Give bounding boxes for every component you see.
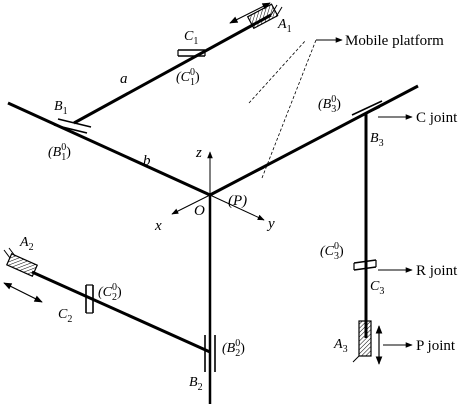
axis-y-label: y bbox=[266, 216, 275, 232]
mobile-platform-label: Mobile platform bbox=[345, 33, 444, 49]
joint-B2 bbox=[204, 335, 216, 372]
axis-z-label: z bbox=[195, 145, 202, 161]
C2-0-label: (C20) bbox=[98, 282, 122, 303]
actuator-A3 bbox=[352, 320, 372, 363]
B3-label: B3 bbox=[370, 131, 384, 149]
joint-C1 bbox=[177, 49, 206, 57]
link-a-label: a bbox=[120, 71, 128, 87]
A1-label: A1 bbox=[277, 17, 292, 35]
joint-C3 bbox=[353, 259, 377, 271]
axis-diagonal bbox=[209, 167, 265, 196]
C1-0-label: (C10) bbox=[176, 67, 200, 88]
A2-motion-arrow bbox=[3, 282, 43, 303]
C3-0-label: (C30) bbox=[320, 241, 344, 262]
A2-label: A2 bbox=[19, 235, 34, 253]
C3-label: C3 bbox=[370, 279, 384, 297]
c-joint-label: C joint bbox=[416, 110, 458, 126]
joint-B1 bbox=[53, 118, 92, 134]
joint-C2 bbox=[85, 284, 94, 314]
leg2-link bbox=[31, 270, 211, 354]
A1-motion-arrow bbox=[229, 2, 271, 24]
y-axis bbox=[209, 194, 265, 221]
origin-label: O bbox=[194, 203, 205, 219]
B2-label: B2 bbox=[189, 375, 203, 393]
C2-label: C2 bbox=[58, 307, 72, 325]
point-p-label: (P) bbox=[228, 193, 247, 209]
platform-rail-left bbox=[7, 101, 211, 197]
B1-0-label: (B10) bbox=[48, 142, 71, 163]
axis-x-label: x bbox=[154, 218, 162, 234]
r-joint-label: R joint bbox=[416, 263, 458, 279]
p-joint-label: P joint bbox=[416, 338, 456, 354]
actuator-A1 bbox=[246, 3, 283, 30]
A3-label: A3 bbox=[333, 337, 348, 355]
joint-B3 bbox=[349, 100, 383, 122]
B1-label: B1 bbox=[54, 99, 68, 117]
mobile-platform-leader-2 bbox=[261, 39, 317, 179]
B2-0-label: (B20) bbox=[222, 338, 245, 359]
platform-rail-right bbox=[209, 84, 419, 197]
B3-0-label: (B30) bbox=[318, 94, 341, 115]
C1-label: C1 bbox=[184, 29, 198, 47]
x-axis bbox=[171, 194, 211, 215]
actuator-A2 bbox=[3, 247, 39, 277]
leg1-link-a bbox=[73, 13, 272, 125]
link-b-label: b bbox=[143, 153, 151, 169]
mobile-platform-leader-1 bbox=[248, 39, 307, 104]
